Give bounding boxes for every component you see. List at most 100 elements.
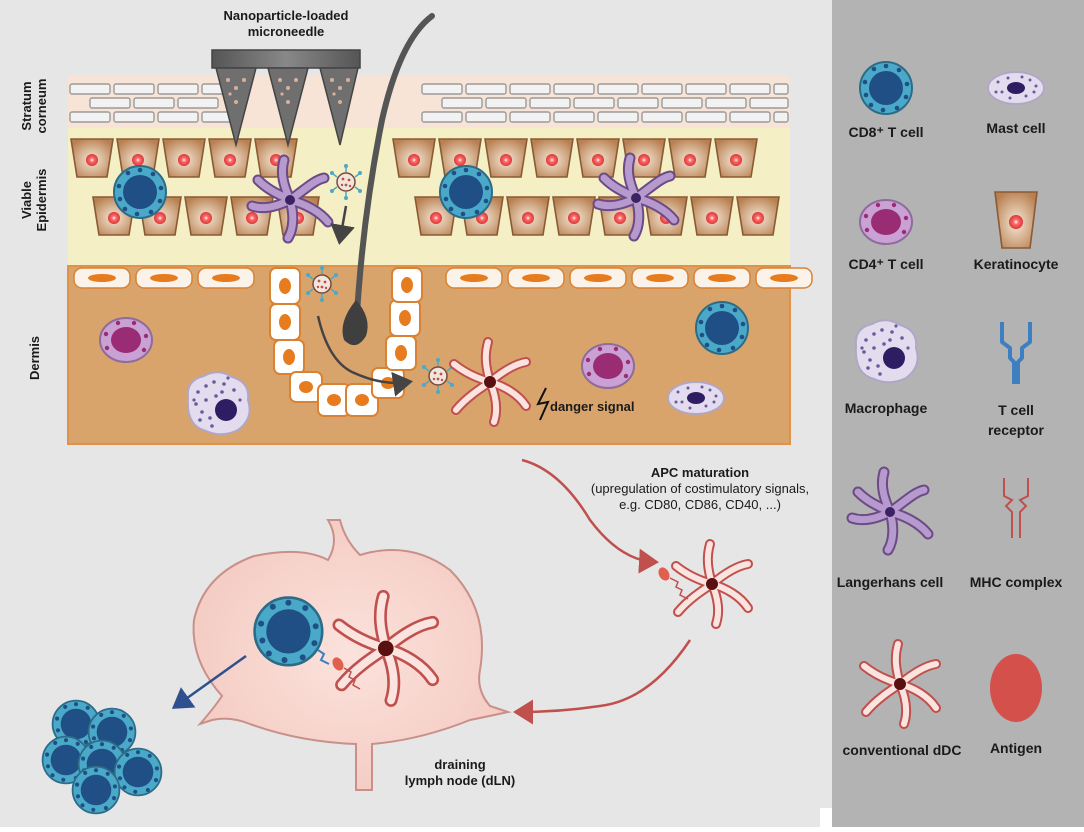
corneocyte <box>617 97 659 109</box>
basal-nucleus <box>708 274 736 282</box>
corneocyte <box>157 111 199 123</box>
legend-icons <box>852 61 1045 724</box>
corneocyte <box>773 83 789 95</box>
legend-cd8: CD8⁺ T cell <box>848 124 924 140</box>
legend-tcr-line1: T cell <box>998 402 1034 418</box>
legend-cd4: CD4⁺ T cell <box>848 256 924 272</box>
basal-nucleus <box>584 274 612 282</box>
lymph-node-line1: draining <box>434 757 486 772</box>
legend-langerhans: Langerhans cell <box>836 574 944 590</box>
corneocyte <box>597 83 639 95</box>
corneocyte <box>773 111 789 123</box>
tcr-icon <box>1000 322 1032 384</box>
keratinocyte <box>70 138 114 178</box>
corneocyte-bricks <box>69 83 789 123</box>
keratinocyte <box>506 196 550 236</box>
corneocyte <box>641 83 683 95</box>
apc-maturation-line2: e.g. CD80, CD86, CD40, ...) <box>619 497 781 512</box>
stratum-label-2: corneum <box>34 78 49 134</box>
corneocyte <box>133 97 175 109</box>
lymph-node <box>192 519 512 791</box>
microneedle-label: Nanoparticle-loaded microneedle <box>200 8 372 40</box>
corneocyte <box>529 97 571 109</box>
legend-ddc: conventional dDC <box>842 742 962 758</box>
corneocyte <box>661 97 703 109</box>
tcr-mhc-synapse <box>317 649 361 690</box>
viable-epidermis-label: Viable Epidermis <box>19 159 51 241</box>
corneocyte <box>705 97 747 109</box>
antigen-icon <box>990 654 1042 722</box>
legend-tcr-line2: receptor <box>987 422 1045 438</box>
dermis-label: Dermis <box>27 335 42 381</box>
corneocyte <box>509 111 551 123</box>
basal-nucleus <box>522 274 550 282</box>
stratum-label-1: Stratum <box>19 81 34 131</box>
corneocyte <box>441 97 483 109</box>
legend-panel <box>832 0 1084 827</box>
keratinocyte <box>714 138 758 178</box>
legend-macrophage: Macrophage <box>844 400 928 416</box>
corneocyte <box>685 111 727 123</box>
keratinocyte <box>530 138 574 178</box>
corneocyte <box>157 83 199 95</box>
microneedle <box>211 49 361 148</box>
corneocyte <box>421 111 463 123</box>
lymph-node-line2: lymph node (dLN) <box>404 773 516 788</box>
corneocyte <box>69 83 111 95</box>
legend-mast: Mast cell <box>986 120 1046 136</box>
corneocyte <box>177 97 219 109</box>
corneocyte <box>69 111 111 123</box>
danger-signal-label: danger signal <box>550 399 635 414</box>
corneocyte <box>573 97 615 109</box>
microneedle-label-line1: Nanoparticle-loaded <box>223 8 349 23</box>
basal-cells <box>73 267 813 289</box>
corneocyte <box>729 83 771 95</box>
basal-nucleus <box>150 274 178 282</box>
basal-nucleus <box>460 274 488 282</box>
keratinocyte <box>736 196 780 236</box>
keratinocyte <box>552 196 596 236</box>
corneocyte <box>485 97 527 109</box>
apc-maturation-title: APC maturation <box>650 465 750 480</box>
corneocyte <box>729 111 771 123</box>
legend-tcr: T cell receptor <box>966 400 1066 440</box>
mhc-icon <box>1003 478 1029 538</box>
keratinocyte <box>184 196 228 236</box>
legend-antigen: Antigen <box>989 740 1043 756</box>
corneocyte <box>113 111 155 123</box>
keratinocyte <box>576 138 620 178</box>
epidermis-label-1: Viable <box>19 180 34 220</box>
apc-maturation-label: APC maturation (upregulation of costimul… <box>568 465 832 513</box>
basal-nucleus <box>88 274 116 282</box>
keratinocyte <box>690 196 734 236</box>
corneocyte <box>749 97 789 109</box>
keratinocyte <box>208 138 252 178</box>
legend-mhc: MHC complex <box>969 574 1063 590</box>
keratinocyte <box>668 138 712 178</box>
basal-nucleus <box>646 274 674 282</box>
corneocyte <box>597 111 639 123</box>
lymph-node-label: draining lymph node (dLN) <box>360 757 560 789</box>
stratum-corneum-label: Stratum corneum <box>19 71 51 141</box>
basal-nucleus <box>212 274 240 282</box>
lightning-icon <box>536 387 550 421</box>
dermis-layer <box>67 265 791 445</box>
corneocyte <box>641 111 683 123</box>
corneocyte <box>89 97 131 109</box>
legend-keratinocyte: Keratinocyte <box>973 256 1059 272</box>
keratinocyte <box>162 138 206 178</box>
corneocyte <box>465 111 507 123</box>
keratinocyte <box>484 138 528 178</box>
microneedle-label-line2: microneedle <box>247 24 325 39</box>
keratinocyte <box>392 138 436 178</box>
corneocyte <box>465 83 507 95</box>
basal-nucleus <box>770 274 798 282</box>
epidermis-label-2: Epidermis <box>34 168 49 232</box>
mhc-antigen-small <box>658 567 689 600</box>
corneocyte <box>113 83 155 95</box>
corneocyte <box>553 111 595 123</box>
corneocyte <box>509 83 551 95</box>
corneocyte <box>553 83 595 95</box>
